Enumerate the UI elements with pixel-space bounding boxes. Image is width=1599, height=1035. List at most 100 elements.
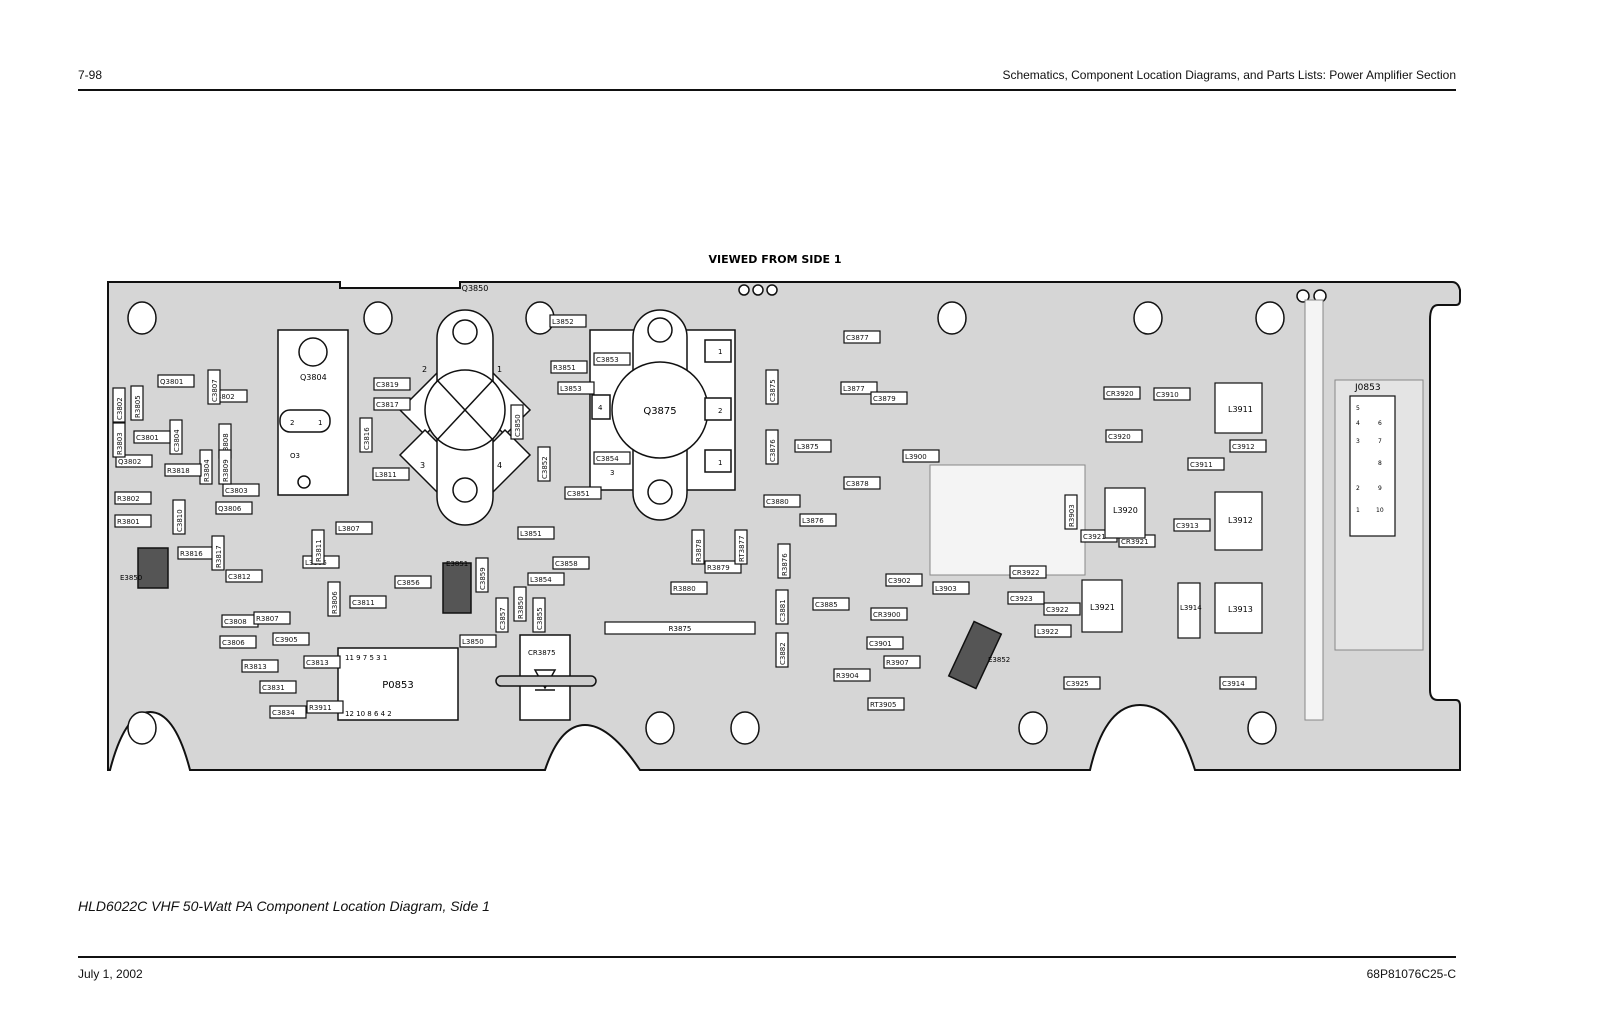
label-rt3905: RT3905 — [870, 701, 896, 709]
label-r3805: R3805 — [134, 395, 142, 418]
component-c3882 — [775, 632, 789, 668]
label-c3858: C3858 — [555, 560, 578, 568]
svg-text:10: 10 — [1376, 507, 1384, 514]
label-r3803: R3803 — [116, 432, 124, 455]
label-c3834: C3834 — [272, 709, 295, 717]
label-r3809: R3809 — [222, 459, 230, 482]
svg-text:L3914: L3914 — [1180, 604, 1202, 612]
component-l3903 — [932, 581, 970, 595]
label-c3859: C3859 — [479, 567, 487, 590]
component-r3809 — [218, 449, 232, 485]
svg-text:2: 2 — [718, 407, 722, 415]
label-r3850: R3850 — [517, 596, 525, 619]
label-c3881: C3881 — [779, 599, 787, 622]
label-cr3920: CR3920 — [1106, 390, 1134, 398]
label-c3816: C3816 — [363, 427, 371, 450]
label-c3804: C3804 — [173, 429, 181, 452]
svg-text:Q3850: Q3850 — [462, 284, 489, 293]
q3804-transistor — [277, 329, 349, 496]
label-c3925: C3925 — [1066, 680, 1089, 688]
label-c3901: C3901 — [869, 640, 892, 648]
label-l3876: L3876 — [802, 517, 824, 525]
svg-text:8: 8 — [1378, 460, 1382, 467]
svg-text:9: 9 — [1378, 485, 1382, 492]
svg-text:L3920: L3920 — [1113, 506, 1138, 515]
component-r3904 — [833, 668, 871, 682]
svg-text:P0853: P0853 — [382, 680, 413, 691]
label-r3879: R3879 — [707, 564, 730, 572]
component-r3802 — [114, 491, 152, 505]
label-c3911: C3911 — [1190, 461, 1213, 469]
component-c3853 — [593, 352, 631, 366]
label-c3875: C3875 — [769, 379, 777, 402]
component-c3858 — [552, 556, 590, 570]
component-c3855 — [532, 597, 546, 633]
svg-text:E3852: E3852 — [988, 656, 1010, 664]
label-c3813: C3813 — [306, 659, 329, 667]
component-c3806 — [219, 635, 257, 649]
component-c3902 — [885, 573, 923, 587]
q3850-transistor — [398, 309, 532, 526]
label-l3802: L3802 — [213, 393, 235, 401]
component-c3807 — [207, 369, 221, 405]
svg-text:3: 3 — [1356, 438, 1360, 445]
component-r3911 — [306, 700, 344, 714]
label-l3811: L3811 — [375, 471, 397, 479]
label-c3913: C3913 — [1176, 522, 1199, 530]
svg-text:6: 6 — [1378, 420, 1382, 427]
label-c3857: C3857 — [499, 607, 507, 630]
label-rt3877: RT3877 — [738, 536, 746, 562]
component-c3816 — [359, 417, 373, 453]
component-r3903 — [1064, 494, 1078, 530]
svg-text:12 10 8 6 4 2: 12 10 8 6 4 2 — [345, 710, 392, 718]
label-q3802: Q3802 — [118, 458, 141, 466]
label-r3801: R3801 — [117, 518, 140, 526]
svg-text:Q3804: Q3804 — [300, 373, 327, 382]
svg-text:11 9 7 5 3 1: 11 9 7 5 3 1 — [345, 654, 387, 662]
label-l3851: L3851 — [520, 530, 542, 538]
component-c3803 — [222, 483, 260, 497]
label-r3806: R3806 — [331, 591, 339, 614]
component-q3806 — [215, 501, 253, 515]
component-c3802 — [112, 387, 126, 423]
cr3875-diode — [495, 634, 597, 721]
label-r3807: R3807 — [256, 615, 279, 623]
label-l3854: L3854 — [530, 576, 552, 584]
label-r3904: R3904 — [836, 672, 859, 680]
component-l3852 — [549, 314, 587, 328]
svg-text:J0853: J0853 — [1354, 383, 1381, 393]
label-l3852: L3852 — [552, 318, 574, 326]
component-c3857 — [495, 597, 509, 633]
label-c3806: C3806 — [222, 639, 245, 647]
component-labels: Q3801Q3802Q3806L3852L3853L3802L3811L3807… — [112, 314, 1267, 719]
component-c3859 — [475, 557, 489, 593]
component-c3905 — [272, 632, 310, 646]
component-c3881 — [775, 589, 789, 625]
svg-text:E3851: E3851 — [446, 560, 468, 568]
component-l3854 — [527, 572, 565, 586]
component-l3875 — [794, 439, 832, 453]
component-c3885 — [812, 597, 850, 611]
component-c3819 — [373, 377, 411, 391]
header-rule — [78, 89, 1456, 91]
component-c3880 — [763, 494, 801, 508]
component-r3878 — [691, 529, 705, 565]
mounting-holes — [127, 284, 1327, 745]
label-r3817: R3817 — [215, 545, 223, 568]
component-c3852 — [537, 446, 551, 482]
component-c3851 — [564, 486, 602, 500]
component-r3803 — [112, 422, 126, 458]
label-c3811: C3811 — [352, 599, 375, 607]
component-r3805 — [130, 385, 144, 421]
svg-text:R3875: R3875 — [669, 625, 692, 633]
svg-text:1: 1 — [718, 459, 722, 467]
component-cr3900 — [870, 607, 908, 621]
label-c3905: C3905 — [275, 636, 298, 644]
component-c3813 — [303, 655, 341, 669]
label-c3810: C3810 — [176, 509, 184, 532]
document-number: 68P81076C25-C — [1366, 967, 1456, 981]
label-l3877: L3877 — [843, 385, 865, 393]
label-r3907: R3907 — [886, 659, 909, 667]
component-cr3920 — [1103, 386, 1141, 400]
label-c3914: C3914 — [1222, 680, 1245, 688]
